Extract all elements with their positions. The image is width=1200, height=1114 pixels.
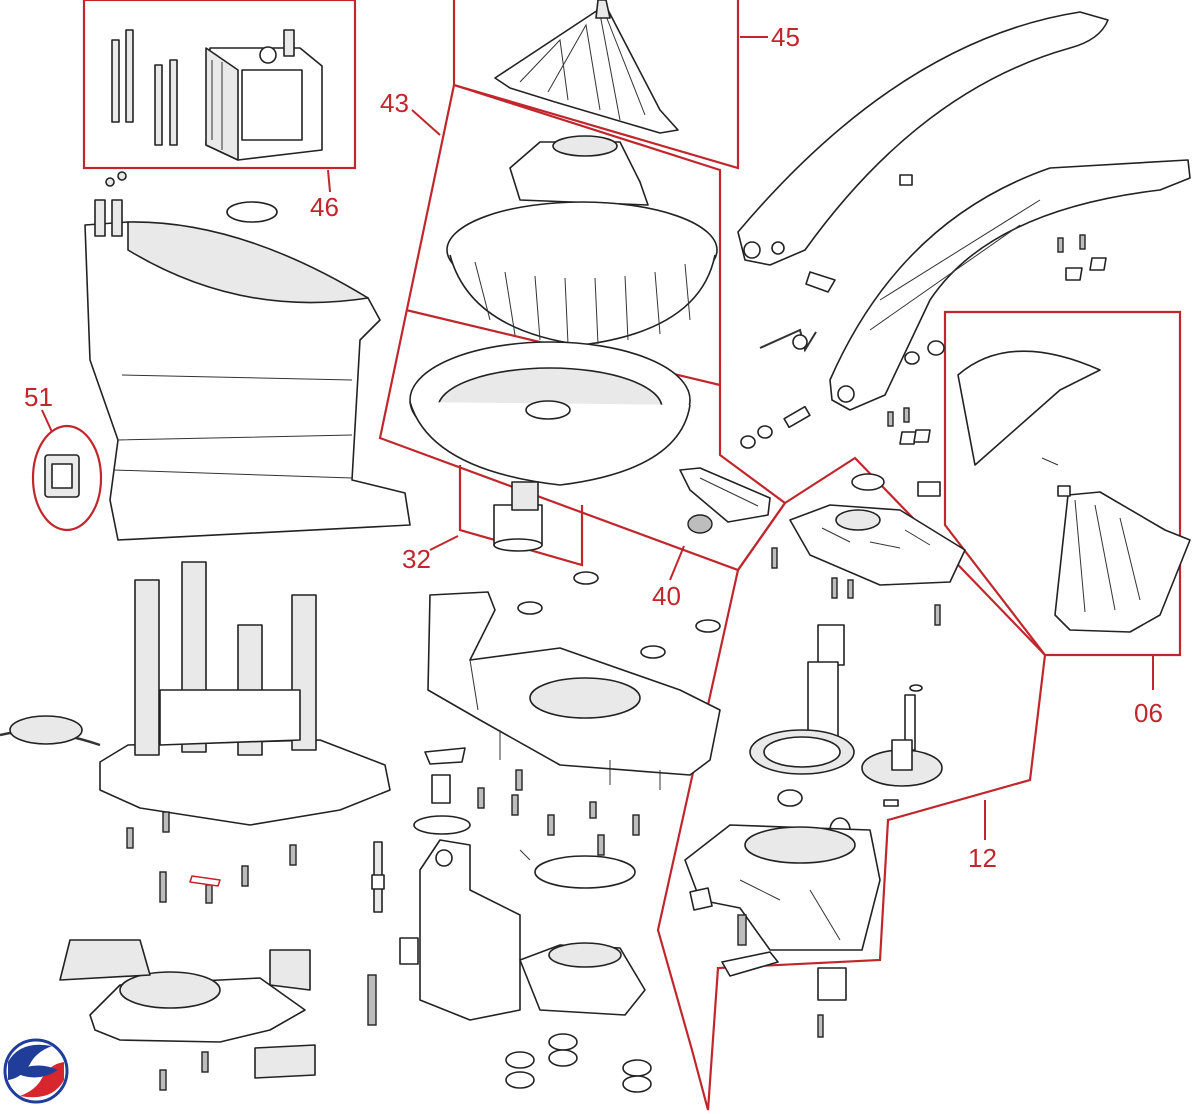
gear-bushing: [851, 473, 885, 491]
rubber-feet: [517, 571, 721, 659]
gear-screws: [771, 547, 941, 1038]
callout-45: 45: [771, 22, 800, 52]
spring-left: [367, 974, 377, 1026]
callout-12: 12: [968, 843, 997, 873]
leader-40: [669, 545, 685, 581]
leader-32: [429, 535, 459, 551]
shaft-pin: [371, 841, 385, 913]
callout-32: 32: [402, 544, 431, 574]
motor-assembly: [111, 29, 323, 161]
strainer-basket: [446, 201, 718, 346]
rocker-switch: [44, 454, 80, 498]
base-screws: [126, 811, 297, 1091]
arm-small-parts: [740, 174, 1107, 497]
pinion-gear: [861, 684, 943, 787]
column-frame: [99, 561, 391, 826]
drive-coupler: [493, 481, 543, 552]
callout-43: 43: [380, 88, 409, 118]
callout-51: 51: [24, 382, 53, 412]
gasket-ring: [519, 849, 636, 889]
leader-51: [41, 409, 53, 433]
red-clip: [189, 875, 221, 887]
main-gear: [749, 624, 855, 775]
clip-part: [689, 887, 713, 911]
brand-swirl-logo: [3, 1038, 69, 1104]
callout-40: 40: [652, 581, 681, 611]
press-arm-top: [737, 11, 1109, 266]
callout-06: 06: [1134, 698, 1163, 728]
base-plate: [427, 591, 721, 790]
group-outline-06: [943, 310, 1182, 657]
upper-housing: [84, 171, 411, 541]
leader-46: [327, 169, 331, 193]
seal-ring: [226, 201, 278, 223]
group-outline-46: [82, 0, 357, 170]
bottom-plate: [59, 939, 316, 1079]
lever-part: [721, 951, 779, 977]
cone-adapter: [509, 135, 649, 206]
reamer-cone: [494, 0, 679, 134]
spring-right: [737, 914, 747, 946]
bushing-and-ring: [413, 747, 471, 835]
leader-43: [411, 109, 441, 136]
power-cord: [0, 715, 101, 747]
center-screws: [477, 769, 640, 856]
foot-pads: [505, 1033, 652, 1093]
press-arm-bottom: [829, 159, 1191, 411]
juice-bowl: [409, 341, 691, 486]
micro-switch: [399, 937, 419, 965]
gearbox-cover: [789, 504, 966, 586]
press-cup: [957, 350, 1191, 633]
callout-46: 46: [310, 192, 339, 222]
connector-block: [817, 967, 847, 1001]
knob-cap: [687, 514, 713, 534]
screw-set: [111, 29, 178, 146]
group-outline-12: [656, 456, 1047, 1111]
group-outline-51: [31, 424, 103, 532]
motor-mount: [419, 839, 646, 1021]
gearbox-housing: [684, 824, 881, 951]
spout-lever: [679, 467, 771, 523]
group-outline-45: [452, 0, 740, 170]
